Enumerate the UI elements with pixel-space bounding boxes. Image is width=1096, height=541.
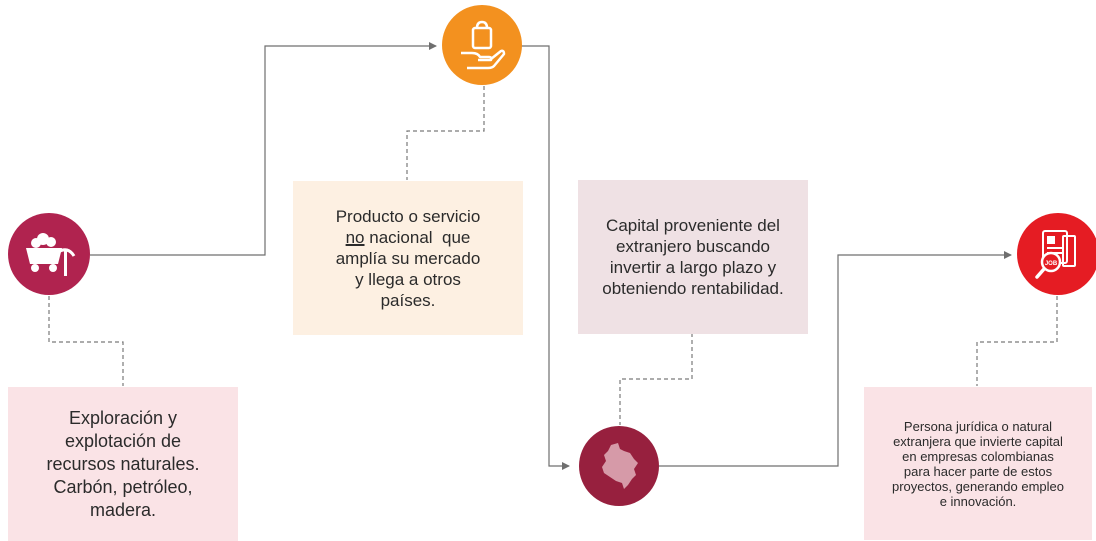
svg-text:JOB: JOB	[1045, 261, 1058, 267]
dashed-capital-to-colombia	[619, 333, 693, 425]
arrow-mining-to-product	[90, 42, 437, 256]
dashed-mining-to-box	[48, 296, 124, 386]
product-node	[442, 5, 522, 85]
mining-cart-icon	[26, 233, 76, 276]
mining-node	[8, 213, 90, 295]
colombia-node	[579, 426, 659, 506]
product-line-1: Producto o servicio	[335, 206, 481, 226]
arrow-product-to-colombia	[521, 45, 570, 470]
exploration-text: Exploración y explotación de recursos na…	[46, 407, 200, 520]
investor-node: JOB	[1017, 213, 1096, 295]
exploration-box: Exploración y explotación de recursos na…	[8, 387, 238, 541]
job-search-icon: JOB	[1035, 230, 1076, 279]
colombia-map-icon	[602, 443, 638, 489]
arrow-colombia-to-investor	[659, 251, 1012, 467]
product-box: Producto o servicio no nacional que ampl…	[293, 181, 523, 335]
dashed-investor-to-box	[976, 296, 1058, 386]
product-line-2: no nacional que	[336, 227, 481, 248]
persona-box: Persona jurídica o natural extranjera qu…	[864, 387, 1092, 540]
product-no-underlined: no	[345, 227, 365, 247]
product-line-2-rest: nacional que	[364, 227, 471, 247]
product-line-3: amplía su mercado	[335, 248, 481, 268]
product-text: Producto o servicio no nacional que ampl…	[336, 206, 481, 311]
capital-box: Capital proveniente del extranjero busca…	[578, 180, 808, 334]
hand-bag-icon	[461, 20, 506, 70]
product-line-5: países.	[380, 290, 436, 310]
dashed-product-to-box	[406, 86, 485, 180]
product-line-4: y llega a otros	[355, 269, 461, 289]
capital-text: Capital proveniente del extranjero busca…	[602, 216, 784, 298]
persona-text: Persona jurídica o natural extranjera qu…	[891, 418, 1064, 509]
